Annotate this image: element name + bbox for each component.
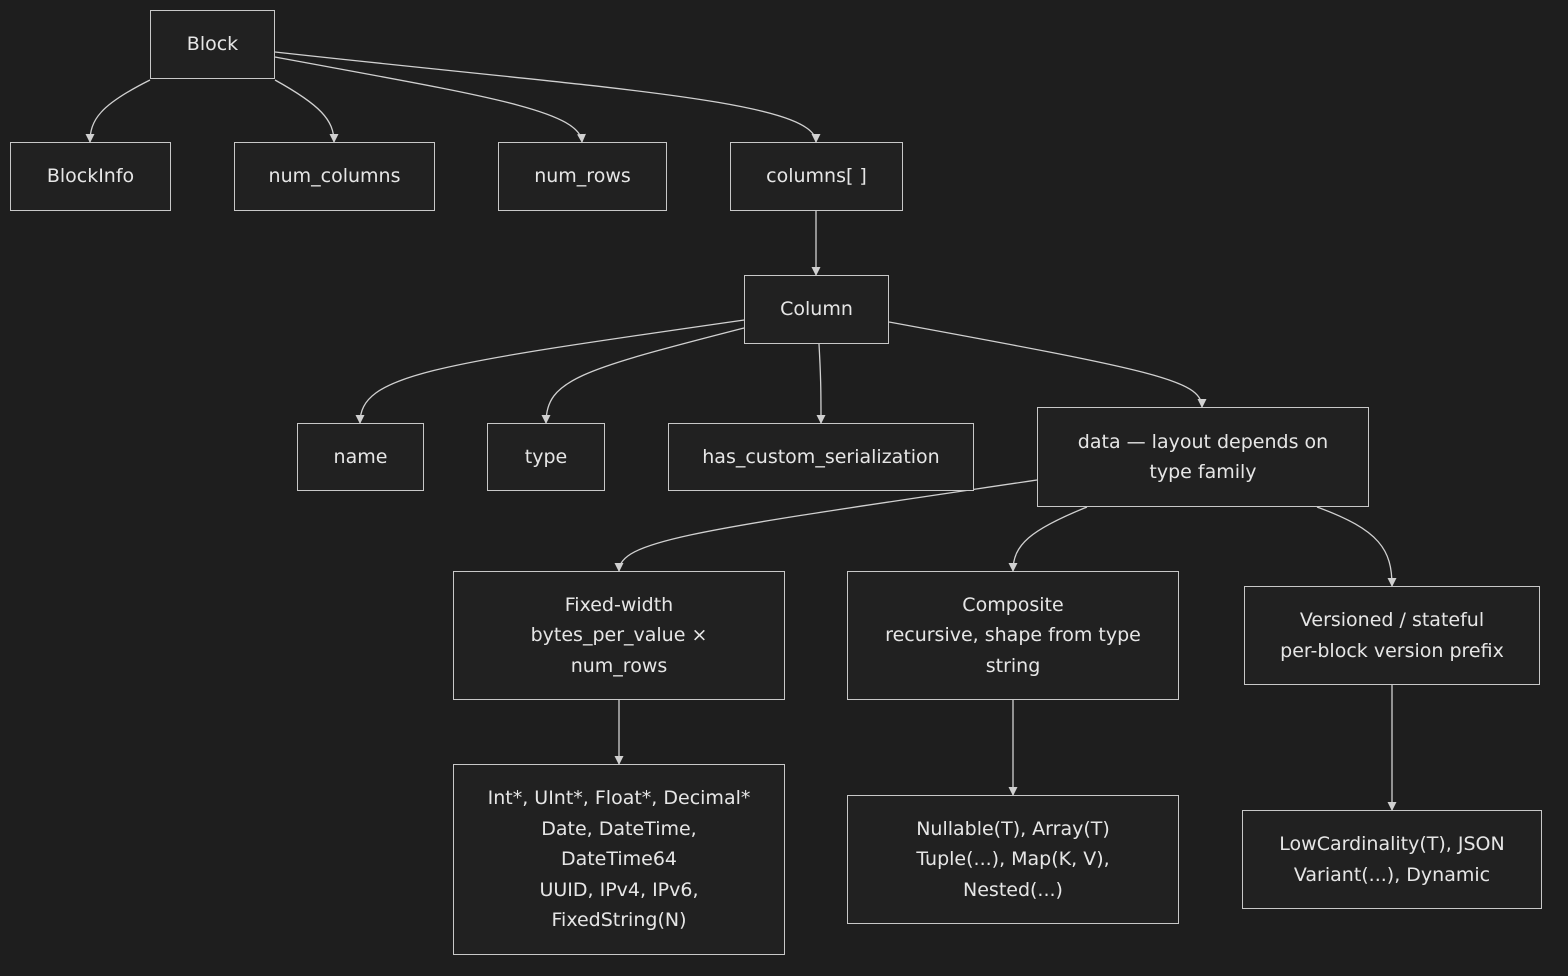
node-versioned: Versioned / stateful per-block version p… — [1244, 586, 1540, 685]
node-versioned-types: LowCardinality(T), JSON Variant(...), Dy… — [1242, 810, 1542, 909]
node-fixed-types-line-5: FixedString(N) — [551, 909, 687, 932]
node-fixed-types: Int*, UInt*, Float*, Decimal* Date, Date… — [453, 764, 785, 955]
node-fixed-width: Fixed-width bytes_per_value × num_rows — [453, 571, 785, 700]
node-block: Block — [150, 10, 275, 79]
edge-block-to-blockinfo — [85, 79, 151, 143]
node-column: Column — [744, 275, 889, 344]
edge-block-to-num-rows — [274, 56, 586, 143]
node-data: data — layout depends on type family — [1037, 407, 1369, 507]
edge-block-to-num-columns — [274, 79, 339, 143]
node-versioned-types-line-2: Variant(...), Dynamic — [1293, 863, 1491, 886]
node-composite-line-2: recursive, shape from type — [885, 624, 1141, 647]
node-num-columns: num_columns — [234, 142, 435, 211]
node-fixed-types-line-2: Date, DateTime, — [541, 817, 697, 840]
node-composite-line-1: Composite — [962, 593, 1064, 616]
node-versioned-line-1: Versioned / stateful — [1299, 609, 1485, 631]
node-composite: Composite recursive, shape from type str… — [847, 571, 1179, 700]
node-has-custom-serialization: has_custom_serialization — [668, 423, 974, 491]
edge-data-to-versioned — [1316, 506, 1397, 587]
edge-block-to-columns — [274, 51, 821, 143]
edge-data-to-fixed-width — [614, 479, 1038, 572]
node-composite-types: Nullable(T), Array(T) Tuple(...), Map(K,… — [847, 795, 1179, 924]
node-data-line-1: data — layout depends on — [1077, 430, 1329, 453]
node-fixed-types-line-1: Int*, UInt*, Float*, Decimal* — [487, 787, 751, 810]
node-composite-types-line-3: Nested(...) — [963, 878, 1063, 901]
node-fixed-width-line-1: Fixed-width — [564, 593, 674, 616]
edge-data-to-composite — [1008, 506, 1088, 572]
node-fixed-width-line-2: bytes_per_value × — [530, 624, 708, 647]
edge-column-to-type — [541, 327, 745, 424]
node-composite-types-line-2: Tuple(...), Map(K, V), — [916, 848, 1110, 871]
node-versioned-line-2: per-block version prefix — [1280, 639, 1504, 662]
node-fixed-types-line-3: DateTime64 — [560, 848, 678, 871]
edge-column-to-has-custom-serialization — [816, 343, 826, 424]
node-composite-types-line-1: Nullable(T), Array(T) — [916, 817, 1110, 840]
node-type: type — [487, 423, 605, 491]
node-num-rows: num_rows — [498, 142, 667, 211]
node-data-line-2: type family — [1149, 461, 1257, 483]
edge-column-to-data — [888, 321, 1207, 408]
node-versioned-types-line-1: LowCardinality(T), JSON — [1279, 833, 1505, 855]
edge-column-to-name — [355, 319, 745, 424]
node-columns: columns[ ] — [730, 142, 903, 211]
node-name: name — [297, 423, 424, 491]
node-blockinfo: BlockInfo — [10, 142, 171, 211]
node-fixed-width-line-3: num_rows — [570, 654, 668, 677]
node-composite-line-3: string — [985, 654, 1041, 677]
node-fixed-types-line-4: UUID, IPv4, IPv6, — [539, 878, 699, 901]
